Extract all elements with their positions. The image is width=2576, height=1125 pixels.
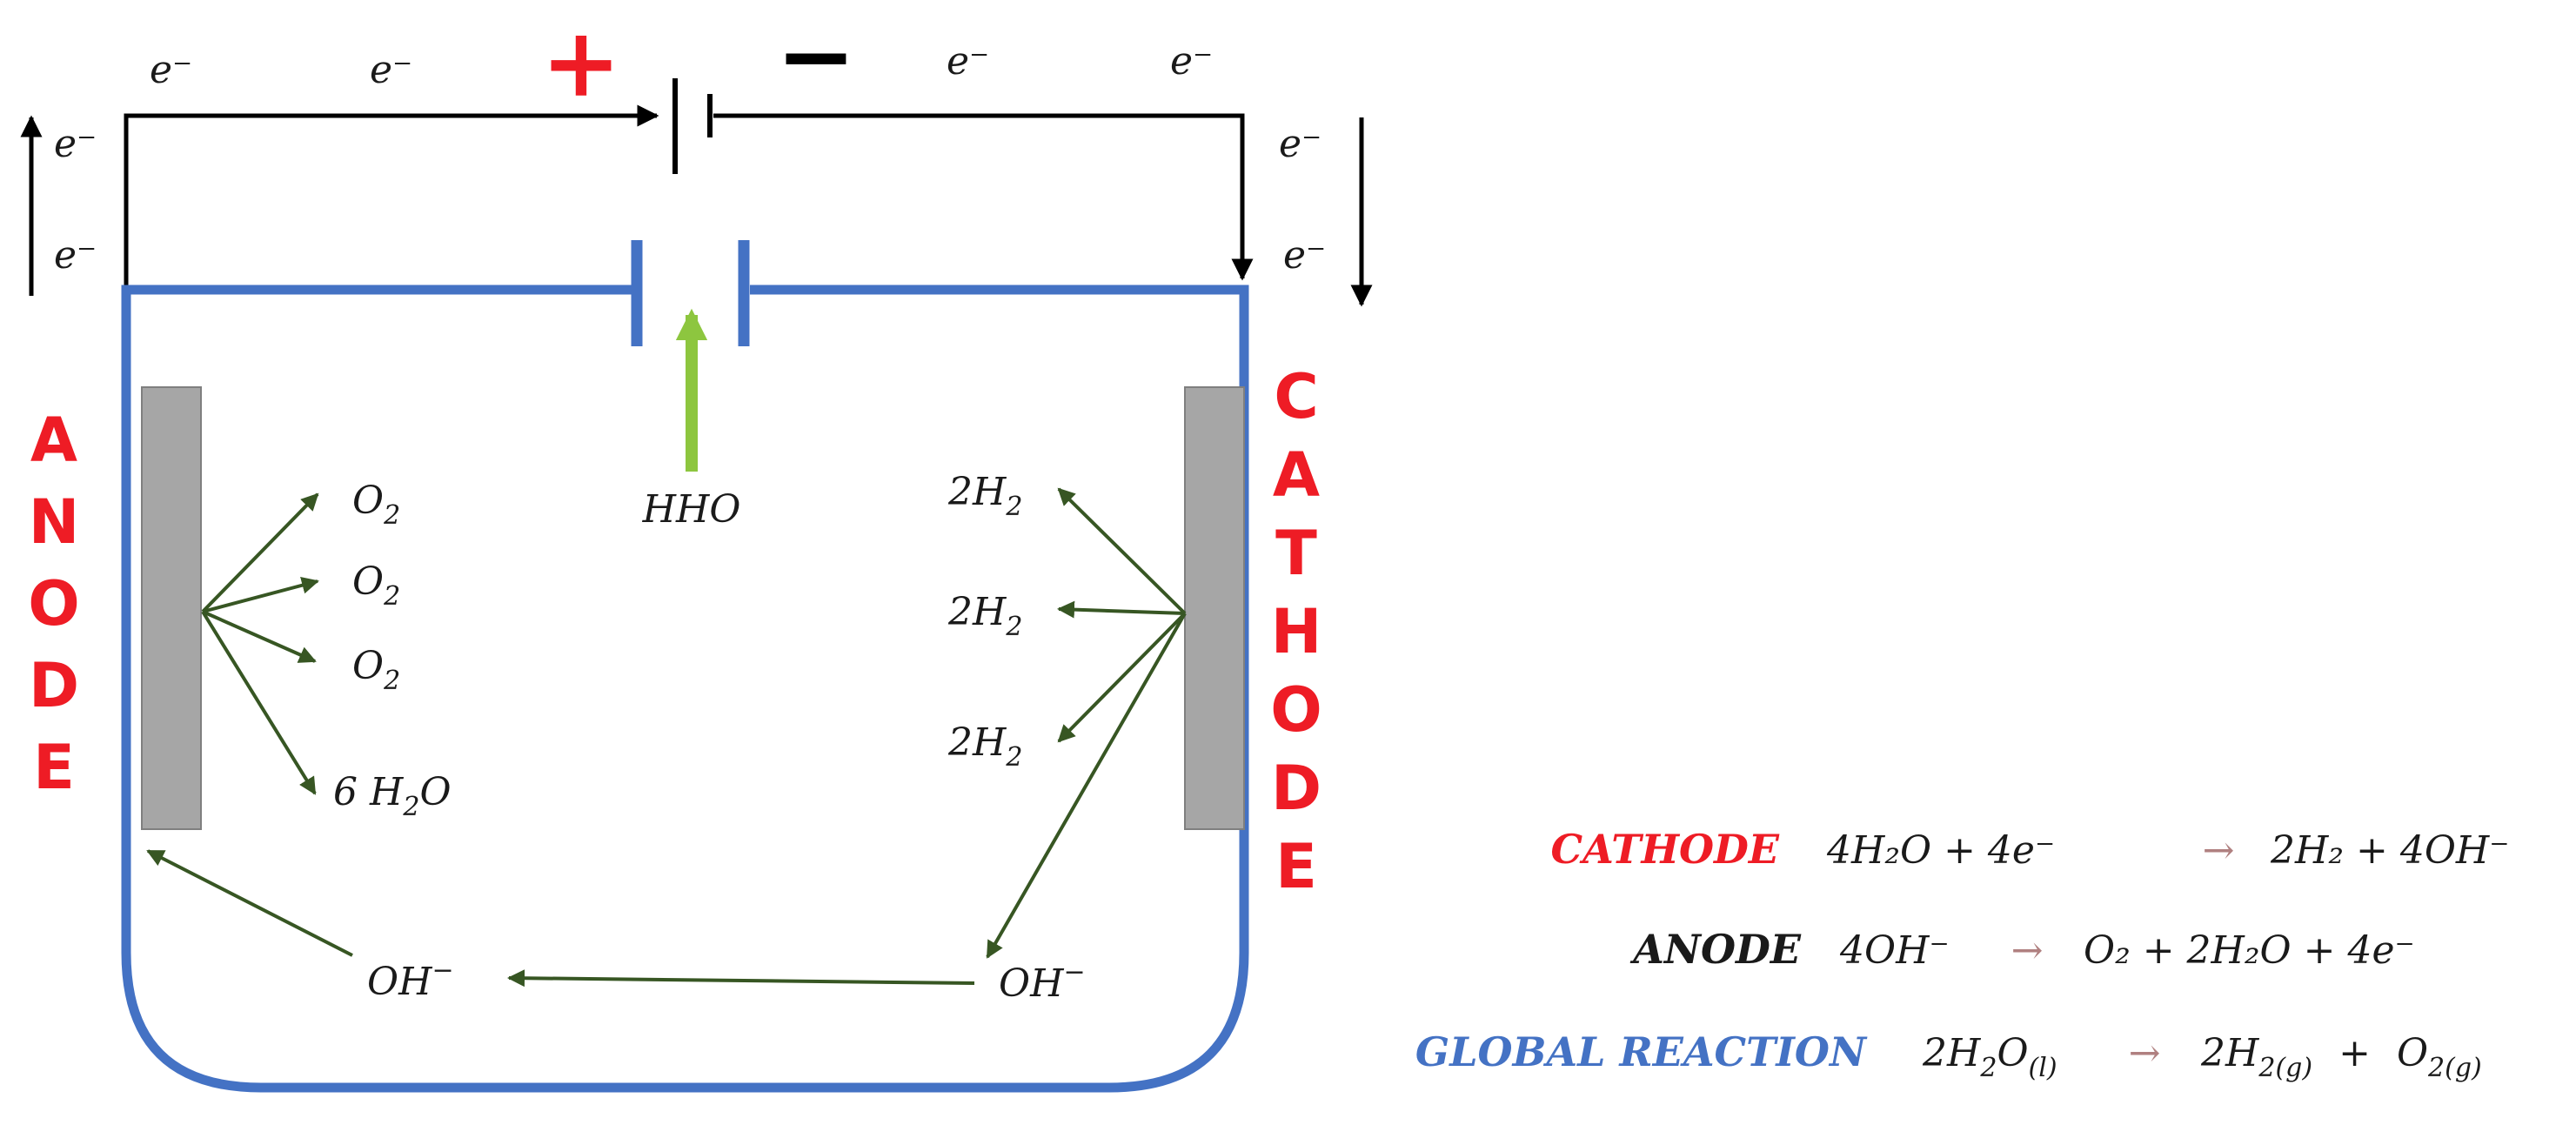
reaction-arrow <box>202 610 317 663</box>
reaction-arrow <box>1057 487 1187 615</box>
battery-plus-sign: + <box>541 6 621 118</box>
global-equation-arrow: → <box>2129 1031 2161 1075</box>
hydrogen-product: 2H2 <box>947 720 1022 773</box>
hydroxide-ion-cathode: OH− <box>999 957 1086 1006</box>
hydroxide-migration: OH− OH− <box>146 849 1086 1006</box>
anode-electrode <box>141 386 202 830</box>
reaction-arrow <box>202 576 319 613</box>
hydrogen-product: 2H2 <box>947 590 1022 642</box>
anode-equation: ANODE 4OH⁻ → O₂ + 2H₂O + 4e⁻ <box>1629 926 2415 973</box>
anode-reaction-arrows <box>201 492 319 795</box>
electron-label: e⁻ <box>150 48 192 92</box>
hho-label: HHO <box>642 487 741 532</box>
hydroxide-migration-arrow <box>507 969 975 988</box>
electrolysis-cell: HHO <box>121 240 1249 1093</box>
cathode-equation-left: 4H₂O + 4e⁻ <box>1826 828 2055 873</box>
anode-equation-label: ANODE <box>1629 926 1802 973</box>
global-equation-label: GLOBAL REACTION <box>1415 1028 1868 1075</box>
reaction-arrow <box>1057 612 1187 743</box>
cathode-reaction-arrows <box>986 487 1187 959</box>
cathode-equation-arrow: → <box>2203 828 2235 873</box>
cathode-equation-label: CATHODE <box>1550 826 1779 873</box>
electron-label: e⁻ <box>1283 233 1326 278</box>
water-product: 6 H2O <box>333 770 452 822</box>
anode-equation-arrow: → <box>2011 928 2044 973</box>
cathode-electrode <box>1184 386 1245 830</box>
cathode-equation-right: 2H₂ + 4OH⁻ <box>2270 828 2510 873</box>
cathode-equation: CATHODE 4H₂O + 4e⁻ → 2H₂ + 4OH⁻ <box>1550 826 2509 873</box>
oxygen-product: O2 <box>352 479 400 531</box>
hydroxide-ion-anode: OH− <box>367 955 454 1004</box>
electron-label: e⁻ <box>947 39 989 84</box>
hydroxide-to-anode-arrow <box>146 849 353 957</box>
cell-container <box>121 285 1249 1093</box>
electron-label: e⁻ <box>1279 122 1321 166</box>
electron-label: e⁻ <box>54 233 97 278</box>
anode-equation-left: 4OH⁻ <box>1839 928 1950 973</box>
reaction-arrow <box>201 492 319 613</box>
cathode-products: 2H2 2H2 2H2 <box>947 470 1022 773</box>
wire-anode-to-battery <box>124 104 659 290</box>
global-equation-products: 2H2(g)+O2(g) <box>2200 1031 2482 1083</box>
anode-equation-right: O₂ + 2H₂O + 4e⁻ <box>2084 928 2415 973</box>
electron-label: e⁻ <box>370 48 412 92</box>
global-equation-reactants: 2H2O(l) <box>1922 1031 2057 1083</box>
reaction-arrow <box>1057 600 1186 619</box>
anode-products: O2 O2 O2 6 H2O <box>333 479 452 822</box>
reaction-arrow <box>201 610 317 795</box>
hydrogen-product: 2H2 <box>947 470 1022 522</box>
wire-battery-to-cathode <box>713 113 1254 281</box>
reaction-arrow <box>986 613 1187 959</box>
battery-minus-sign: − <box>776 0 856 111</box>
oxygen-product: O2 <box>352 644 400 696</box>
external-circuit: + − e⁻ e⁻ e⁻ e⁻ e⁻ e⁻ e⁻ e⁻ <box>20 0 1373 307</box>
electron-label: e⁻ <box>54 122 97 166</box>
reaction-equations: CATHODE 4H₂O + 4e⁻ → 2H₂ + 4OH⁻ ANODE 4O… <box>1415 826 2510 1083</box>
global-equation: GLOBAL REACTION 2H2O(l) → 2H2(g)+O2(g) <box>1415 1028 2482 1083</box>
oxygen-product: O2 <box>352 559 400 612</box>
electron-label: e⁻ <box>1170 39 1213 84</box>
